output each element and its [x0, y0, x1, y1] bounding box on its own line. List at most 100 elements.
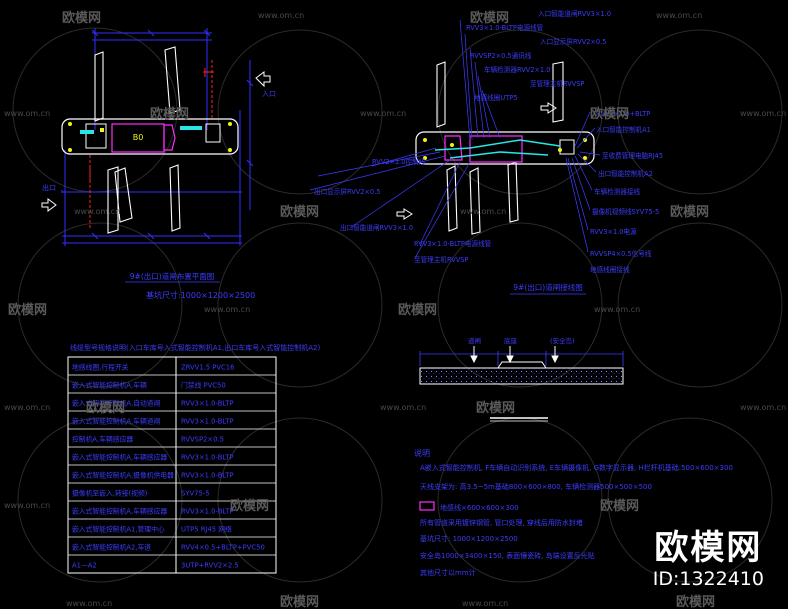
plan-left: B0 入口 出口 9#(出口)道闸布置平面图 基坑尺寸:1000×1200×25… — [41, 28, 276, 300]
watermark-circles — [12, 27, 783, 583]
notes-line: 天线支架为: 高3.5~5m基础800×600×800, 车辆检测器500×50… — [420, 482, 652, 491]
plan-left-caption: 9#(出口)道闸布置平面图 — [130, 271, 214, 281]
plan-right-label: 车辆检测器接线 — [594, 187, 641, 196]
watermark-brand: 欧模网 — [398, 302, 437, 318]
watermark-brand: 欧模网 — [280, 204, 319, 220]
watermark-url: www.om.cn — [380, 403, 426, 412]
plan-right-label: 地感线圈UTP5 — [474, 93, 517, 102]
watermark-brand: 欧模网 — [600, 498, 639, 514]
watermark-brand: 欧模网 — [150, 106, 189, 122]
watermark-layer: 欧模网 欧模网 欧模网 欧模网 欧模网 欧模网 欧模网 欧模网 欧模网 欧模网 … — [8, 10, 715, 609]
plan-left-gate-mark: B0 — [133, 133, 144, 142]
plan-right-label: 至管理主机RVVSP — [414, 255, 468, 264]
section-label-b: 底座 — [504, 336, 518, 345]
plan-right-label: RVV3×1.0+BLTP — [596, 110, 650, 118]
table-cell-spec: RVV3×1.0-BLTP — [181, 472, 233, 480]
plan-right-label: RVV2×1.0控制线 — [372, 157, 426, 166]
table-cell-spec: RVV3×1.0-BLTP — [181, 454, 233, 462]
watermark-url: www.om.cn — [4, 403, 50, 412]
watermark-url: www.om.cn — [462, 599, 508, 608]
entrance-arrow-icon — [255, 71, 271, 88]
watermark-url: www.om.cn — [258, 11, 304, 20]
table-cell-spec: ZRVV1.5 PVC16 — [181, 364, 234, 372]
table-cell-item: 嵌入式智能控制机A2,车道 — [72, 543, 151, 552]
plan-right-label: 出口智能道闸RVV3×1.0 — [340, 223, 413, 232]
watermark-brand: 欧模网 — [470, 10, 509, 26]
table-cell-item: 控制机A,车辆感应器 — [72, 435, 133, 444]
watermark-url: www.om.cn — [4, 109, 50, 118]
watermark-brand: 欧模网 — [476, 400, 515, 416]
table-cell-spec: RVV3×1.0-BLTP — [181, 508, 233, 516]
table-cell-item: 嵌入式智能控制机A,摄像机供电器 — [72, 471, 174, 480]
watermark-url: www.om.cn — [66, 599, 112, 608]
watermark-brand: 欧模网 — [280, 594, 319, 609]
right-exit-arrow-icon — [396, 208, 413, 220]
notes-line: 地感线×600×600×300 — [440, 503, 519, 512]
plan-right-label: 车辆检测器RVV2×1.0 — [484, 65, 550, 74]
watermark-url-layer: www.om.cn www.om.cn www.om.cn www.om.cn … — [4, 11, 786, 608]
notes-line: 安全岛1000×3400×150, 表面镶瓷砖, 岛端设置反光贴 — [420, 551, 595, 560]
plan-right-label: RVVSP2×0.5通讯线 — [470, 51, 532, 60]
brand-name: 欧模网 — [654, 528, 763, 568]
plan-left-exit-label: 出口 — [42, 183, 56, 192]
watermark-brand: 欧模网 — [8, 302, 47, 318]
table-cell-spec: 门禁线 PVC50 — [181, 381, 226, 390]
table-cell-item: 地感线圈,行程开关 — [72, 363, 129, 372]
plan-right-label: 出口显示屏RVV2×0.5 — [314, 187, 380, 196]
plan-right-label: 至管理主机RVVSP — [530, 79, 584, 88]
plan-right-label: RVV3×1.0-BLTP电源线管 — [414, 239, 492, 248]
watermark-url: www.om.cn — [360, 109, 406, 118]
plan-right-label: 入口智能控制机A1 — [596, 125, 651, 134]
brand-badge: 欧模网 ID:1322410 — [653, 528, 764, 590]
section-label-c: (安全岛) — [550, 336, 575, 345]
notes-line: 其他尺寸以mm计 — [420, 568, 476, 577]
plan-right-label: 地感线圈接线 — [590, 265, 630, 274]
table-cell-spec: 3UTP+RVV2×2.5 — [181, 562, 239, 570]
table-cell-spec: RVVSP2×0.5 — [181, 436, 224, 444]
watermark-url: www.om.cn — [460, 207, 506, 216]
watermark-url: www.om.cn — [656, 11, 702, 20]
watermark-brand: 欧模网 — [676, 594, 715, 609]
notes-line: 所有管道采用镀锌钢管, 管口处理, 穿线后用防水封堵 — [420, 518, 583, 527]
plan-left-dimension-note: 基坑尺寸:1000×1200×2500 — [146, 290, 255, 300]
table-cell-spec: RVV3×1.0-BLTP — [181, 400, 233, 408]
plan-right-label: 至收费管理电脑RJ45 — [602, 151, 663, 160]
plan-left-entrance-label: 入口 — [262, 90, 276, 98]
watermark-brand: 欧模网 — [590, 106, 629, 122]
watermark-brand: 欧模网 — [670, 204, 709, 220]
table-cell-spec: UTP5 RJ45 网络 — [181, 525, 232, 534]
notes-line: 基坑尺寸: 1000×1200×2500 — [420, 534, 518, 543]
notes-line: A嵌入式智能控制机, F车辆自动识别系统, E车辆摄像机, G数字显示器, H栏… — [420, 463, 733, 472]
watermark-url: www.om.cn — [204, 305, 250, 314]
table-cell-spec: SYV75-5 — [181, 490, 210, 498]
table-cell-item: 嵌入式智能控制机A,车辆道闸 — [72, 417, 161, 426]
table-cell-item: 嵌入式智能控制机A,车辆感应器 — [72, 453, 167, 462]
plan-right-label: RVV3×1.0-BLTP电源线管 — [466, 23, 544, 32]
watermark-url: www.om.cn — [594, 305, 640, 314]
section-view: 道闸 底座 (安全岛) — [419, 336, 624, 422]
watermark-brand: 欧模网 — [230, 498, 269, 514]
watermark-brand: 欧模网 — [62, 10, 101, 26]
right-entrance-arrow-icon — [540, 102, 557, 114]
table-cell-item: A1—A2 — [72, 562, 97, 570]
plan-right-label: 入口智能道闸RVV3×1.0 — [538, 9, 611, 18]
notes-title: 说明 — [414, 448, 430, 458]
plan-right-label: RVVSP4×0.5信号线 — [590, 249, 652, 258]
table-cell-item: 嵌入式智能控制机A,自动道闸 — [72, 399, 161, 408]
notes: 说明 A嵌入式智能控制机, F车辆自动识别系统, E车辆摄像机, G数字显示器,… — [414, 448, 733, 577]
section-label-a: 道闸 — [468, 336, 481, 345]
cable-table: 线缆型号规格说明(入口车库号入式智能控制机A1,出口车库号入式智能控制机A2) … — [67, 343, 320, 574]
table-cell-item: 嵌入式智能控制机A1,管理中心 — [72, 525, 165, 534]
exit-arrow-icon — [41, 198, 57, 212]
watermark-url: www.om.cn — [740, 403, 786, 412]
loop-legend-icon — [419, 501, 435, 511]
plan-right-caption: 9#(出口)道闸接线图 — [513, 282, 582, 292]
plan-right-label: RVV3×1.0电源 — [590, 227, 637, 236]
watermark-url: www.om.cn — [74, 207, 120, 216]
plan-right-label: 摄像机视频线SYV75-5 — [592, 207, 659, 216]
watermark-brand: 欧模网 — [86, 400, 125, 416]
table-cell-item: 嵌入式智能控制机A,车辆感应器 — [72, 507, 167, 516]
plan-right-label: 出口智能控制机A2 — [598, 169, 653, 178]
plan-right-label: 入口显示屏RVV2×0.5 — [540, 38, 606, 46]
